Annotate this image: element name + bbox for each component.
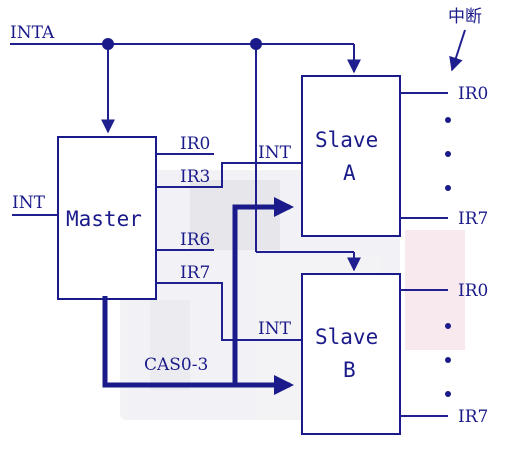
- slave-a-label: Slave: [315, 128, 378, 152]
- slave-b-int-label: INT: [258, 319, 292, 339]
- master-pin-ir6: IR6: [180, 230, 210, 250]
- junction-dot: [102, 38, 114, 50]
- slave-b-box: [302, 274, 400, 434]
- slave-b-ir7: IR7: [458, 407, 488, 427]
- slave-a-ir7: IR7: [458, 209, 488, 229]
- slave-a-ir0: IR0: [458, 84, 488, 104]
- slave-b-label: Slave: [315, 325, 378, 349]
- slave-b-letter: B: [343, 358, 356, 382]
- master-pin-ir7: IR7: [180, 263, 210, 283]
- slave-a-box: [302, 76, 400, 236]
- interrupt-arrow: [452, 30, 465, 70]
- master-pin-ir0: IR0: [180, 134, 210, 154]
- junction-dot: [250, 38, 262, 50]
- ellipsis-dot: [445, 117, 451, 123]
- master-label: Master: [66, 207, 142, 231]
- inta-label: INTA: [10, 23, 55, 43]
- slave-a-letter: A: [343, 161, 356, 185]
- ellipsis-dot: [445, 357, 451, 363]
- slave-b-ir0: IR0: [458, 281, 488, 301]
- cas-label: CAS0-3: [144, 355, 208, 375]
- ellipsis-dot: [445, 323, 451, 329]
- ellipsis-dot: [445, 151, 451, 157]
- int-input-label: INT: [12, 193, 46, 213]
- slave-a-int-label: INT: [258, 143, 292, 163]
- ellipsis-dot: [445, 185, 451, 191]
- interrupt-label: 中断: [448, 7, 482, 27]
- master-pin-ir3: IR3: [180, 167, 210, 187]
- ellipsis-dot: [445, 391, 451, 397]
